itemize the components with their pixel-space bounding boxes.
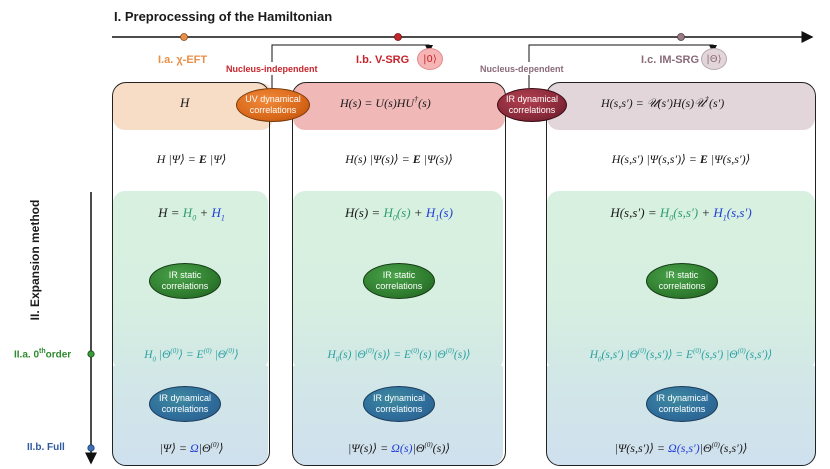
formula-hs: H(s) = U(s)HU†(s)	[340, 95, 431, 110]
level-zeroth-suffix: order	[45, 349, 72, 361]
ellipse-uv-dynamical: UV dynamical correlations	[236, 88, 310, 122]
main-title: I. Preprocessing of the Hamiltonian	[114, 9, 333, 24]
ellipse-ir-static-c3: IR static correlations	[646, 263, 718, 299]
stage-b-ket: |0⟩	[417, 48, 443, 70]
note-nucleus-independent: Nucleus-independent	[226, 64, 318, 74]
eq-zeroth-1: H0 |Θ(0)⟩ = E(0) |Θ(0)⟩	[144, 347, 239, 364]
level-full-label: II.b. Full	[27, 442, 65, 453]
timeline-dot-b	[394, 33, 402, 41]
ellipse-ir-dynamical-top: IR dynamical correlations	[497, 88, 567, 122]
formula-h: H	[180, 95, 190, 110]
axis-dot-full	[87, 444, 95, 452]
eq-full-3: |Ψ(s,s′)⟩ = Ω(s,s′)|Θ(0)(s,s′)⟩	[614, 441, 748, 455]
note-nucleus-dependent: Nucleus-dependent	[480, 64, 564, 74]
formula-hss: H(s,s′) = 𝒰(s′)H(s)𝒰†(s′)	[601, 95, 725, 110]
ellipse-ir-static-c1: IR static correlations	[149, 263, 221, 299]
ellipse-ir-dynamical-c2: IR dynamical correlations	[363, 386, 435, 422]
level-zeroth-prefix: II.a. 0	[14, 349, 40, 361]
eq-partition-3: H(s,s′) = H0(s,s′) + H1(s,s′)	[610, 205, 752, 223]
eq-full-2: |Ψ(s)⟩ = Ω(s)|Θ(0)(s)⟩	[347, 441, 450, 455]
timeline-dot-c	[677, 33, 685, 41]
eq-eigen-3: H(s,s′) |Ψ(s,s′)⟩ = E |Ψ(s,s′)⟩	[611, 152, 751, 166]
eq-partition-1: H = H0 + H1	[158, 205, 225, 223]
side-title: II. Expansion method	[28, 199, 42, 321]
ellipse-ir-dynamical-c1: IR dynamical correlations	[149, 386, 221, 422]
panel-column-3	[546, 82, 816, 466]
eq-eigen-1: H |Ψ⟩ = E |Ψ⟩	[156, 152, 227, 166]
eq-full-1: |Ψ⟩ = Ω|Θ(0)⟩	[159, 441, 224, 455]
ellipse-ir-dynamical-c3: IR dynamical correlations	[646, 386, 718, 422]
panel-column-2	[292, 82, 506, 466]
level-zeroth-sup: th	[39, 348, 46, 355]
stage-c-ket: |Θ⟩	[701, 48, 727, 70]
stage-b-ket-text: |0⟩	[423, 53, 437, 65]
ellipse-ir-static-c2: IR static correlations	[363, 263, 435, 299]
eq-zeroth-3: H0(s,s′) |Θ(0)(s,s′)⟩ = E(0)(s,s′) |Θ(0)…	[589, 347, 773, 364]
stage-b-label: I.b. V-SRG	[356, 54, 410, 66]
stage-c-label: I.c. IM-SRG	[641, 54, 700, 66]
eq-partition-2: H(s) = H0(s) + H1(s)	[345, 205, 453, 223]
level-zeroth-label: II.a. 0thorder	[14, 348, 71, 360]
panel-column-1	[112, 82, 270, 466]
timeline-dot-a	[180, 33, 188, 41]
stage-a-label: I.a. χ-EFT	[158, 54, 208, 66]
axis-dot-zeroth	[87, 350, 95, 358]
eq-zeroth-2: H0(s) |Θ(0)(s)⟩ = E(0)(s) |Θ(0)(s)⟩	[327, 347, 471, 364]
eq-eigen-2: H(s) |Ψ(s)⟩ = E |Ψ(s)⟩	[345, 152, 453, 166]
band-red	[293, 83, 505, 130]
band-mauve	[547, 83, 815, 130]
stage-c-ket-text: |Θ⟩	[706, 53, 722, 65]
